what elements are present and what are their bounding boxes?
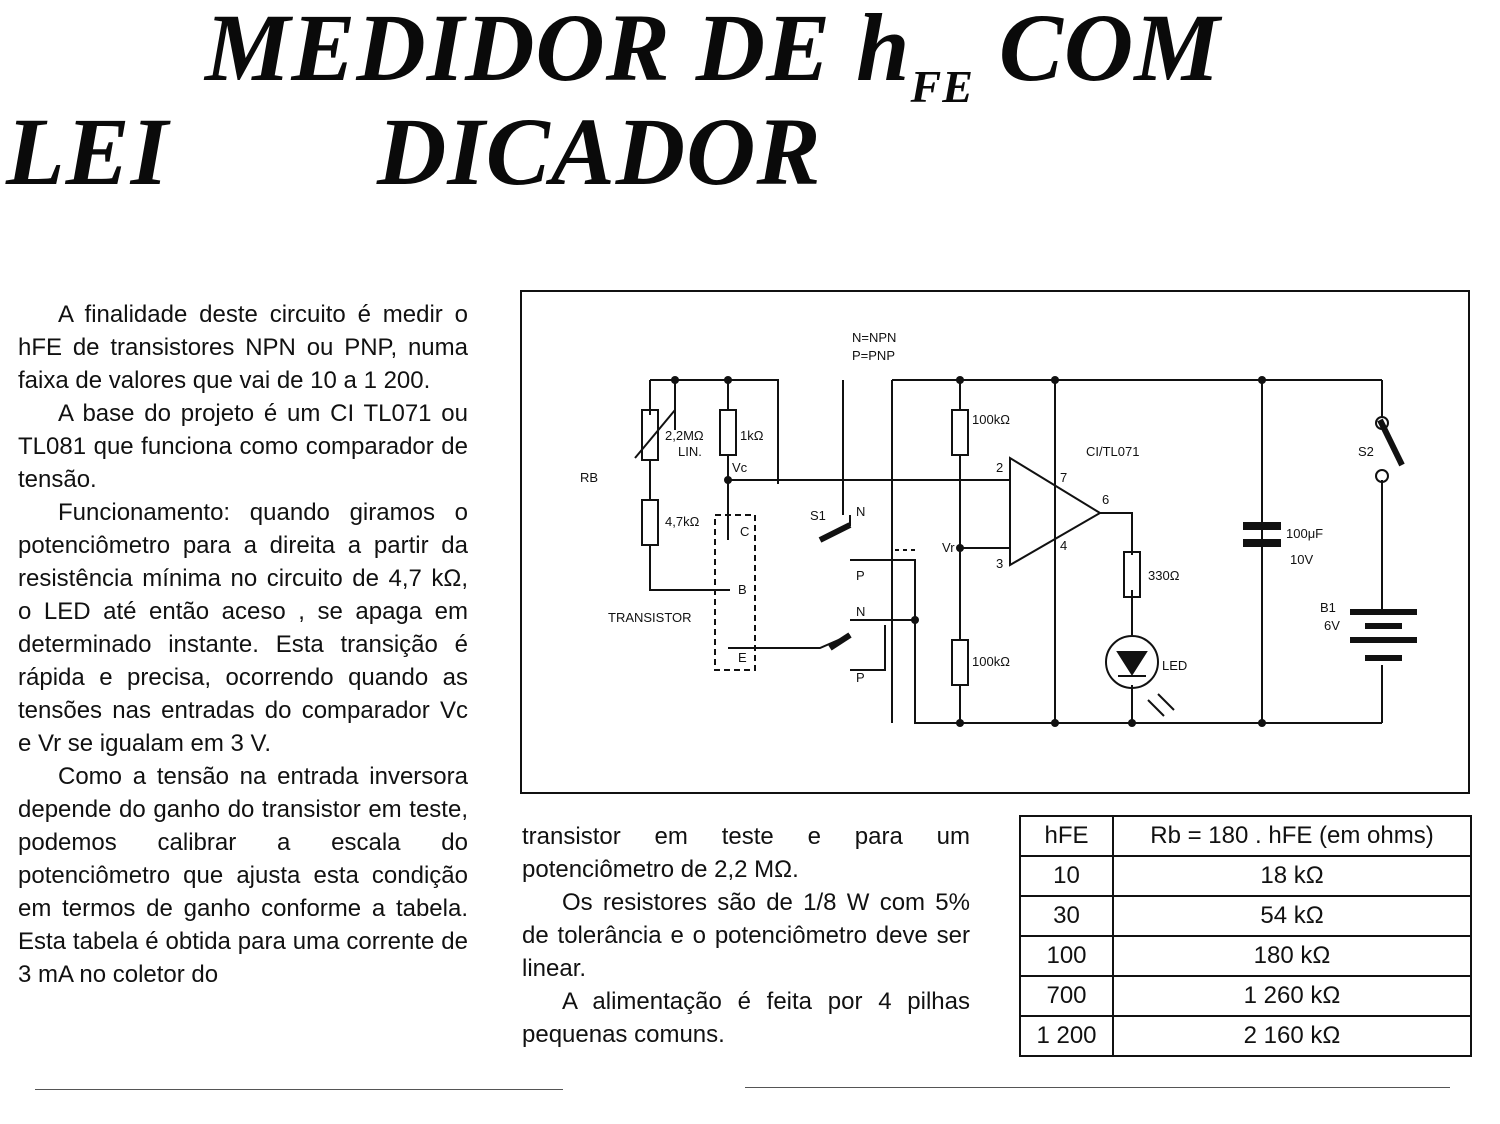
title-start-2: LEI (6, 98, 170, 205)
circuit-diagram: N=NPN P=PNP RB 2,2MΩ LIN. 1kΩ Vc 4,7kΩ T… (520, 290, 1470, 794)
title-subscript: FE (910, 61, 974, 112)
bottom-rule-left (35, 1089, 563, 1090)
label-pin-2: 2 (996, 460, 1003, 475)
wire (850, 559, 916, 620)
label-p-top: P (856, 568, 865, 583)
paragraph: A base do projeto é um CI TL071 ou TL081… (18, 400, 468, 493)
led (1105, 635, 1159, 689)
label-s1: S1 (810, 508, 826, 523)
diagram-frame (520, 290, 1470, 794)
paragraph: A finalidade deste circuito é medir o hF… (18, 301, 468, 394)
label-s2: S2 (1358, 444, 1374, 459)
switch-blade (818, 522, 852, 543)
table-header-row: hFE Rb = 180 . hFE (em ohms) (1019, 815, 1472, 857)
pot-wiper (634, 409, 676, 459)
label-pin-e: E (738, 650, 747, 665)
paragraph: A alimentação é feita por 4 pilhas peque… (522, 988, 970, 1048)
label-1k: 1kΩ (740, 428, 764, 443)
label-n-bottom: N (856, 604, 865, 619)
label-battery-voltage: 6V (1324, 618, 1340, 633)
label-led: LED (1162, 658, 1187, 673)
title-line-2: LEI DICADOR (6, 96, 821, 207)
label-330: 330Ω (1148, 568, 1180, 583)
label-ci: CI/TL071 (1086, 444, 1139, 459)
text-column-1: A finalidade deste circuito é medir o hF… (18, 298, 468, 991)
label-battery: B1 (1320, 600, 1336, 615)
label-pin-c: C (740, 524, 749, 539)
label-pin-6: 6 (1102, 492, 1109, 507)
cell-rb: 2 160 kΩ (1112, 1015, 1472, 1057)
paragraph: Os resistores são de 1/8 W com 5% de tol… (522, 889, 970, 982)
bottom-rule-right (745, 1087, 1450, 1088)
label-pin-3: 3 (996, 556, 1003, 571)
legend-n: N=NPN (852, 330, 896, 345)
label-4k7: 4,7kΩ (665, 514, 700, 529)
label-transistor: TRANSISTOR (608, 610, 692, 625)
switch-blade (828, 632, 852, 651)
title-line-1: MEDIDOR DE hFE COM (205, 0, 1221, 112)
battery (1350, 609, 1417, 661)
resistor-330 (1123, 551, 1141, 598)
cell-rb: 180 kΩ (1112, 935, 1472, 977)
paragraph: transistor em teste e para um potenciôme… (522, 823, 970, 883)
title-end-2: DICADOR (377, 98, 822, 205)
title-end: COM (973, 0, 1221, 101)
capacitor-plate (1243, 539, 1281, 547)
paragraph: Funcionamento: quando giramos o potenciô… (18, 499, 468, 757)
potentiometer (641, 409, 659, 461)
switch-s2-blade (1377, 418, 1405, 467)
cell-hfe: 700 (1019, 975, 1114, 1017)
resistor-100k-top (951, 409, 969, 456)
cell-hfe: 1 200 (1019, 1015, 1114, 1057)
capacitor-plate (1243, 522, 1281, 530)
cell-hfe: 30 (1019, 895, 1114, 937)
resistor-1k (719, 409, 737, 456)
led-rays (1147, 693, 1175, 717)
cell-rb: 54 kΩ (1112, 895, 1472, 937)
label-vc: Vc (732, 460, 748, 475)
cell-rb: 18 kΩ (1112, 855, 1472, 897)
resistor-4k7 (641, 499, 659, 546)
label-100k-top: 100kΩ (972, 412, 1010, 427)
label-cap-value: 100μF (1286, 526, 1323, 541)
paragraph: Como a tensão na entrada inversora depen… (18, 763, 468, 988)
cell-hfe: 100 (1019, 935, 1114, 977)
label-pin-b: B (738, 582, 747, 597)
label-n-top: N (856, 504, 865, 519)
legend-p: P=PNP (852, 348, 895, 363)
label-100k-bottom: 100kΩ (972, 654, 1010, 669)
header-rb: Rb = 180 . hFE (em ohms) (1112, 815, 1472, 857)
cell-rb: 1 260 kΩ (1112, 975, 1472, 1017)
transistor-socket (714, 514, 756, 671)
label-vr: Vr (942, 540, 955, 555)
wire (850, 625, 886, 671)
label-p-bottom: P (856, 670, 865, 685)
cell-hfe: 10 (1019, 855, 1114, 897)
wire (649, 380, 730, 591)
switch-s2-contact (1375, 469, 1389, 483)
op-amp (1009, 456, 1102, 567)
label-cap-voltage: 10V (1290, 552, 1313, 567)
text-column-2: transistor em teste e para um potenciôme… (522, 820, 970, 1051)
header-hfe: hFE (1019, 815, 1114, 857)
title-main: MEDIDOR DE h (205, 0, 911, 101)
label-pin-7: 7 (1060, 470, 1067, 485)
label-pot: 2,2MΩ (665, 428, 704, 443)
wire (650, 379, 779, 484)
led-diode (1116, 651, 1148, 676)
label-pin-4: 4 (1060, 538, 1067, 553)
resistor-100k-bottom (951, 639, 969, 686)
label-rb: RB (580, 470, 598, 485)
wire (1100, 512, 1133, 723)
label-pot-type: LIN. (678, 444, 702, 459)
wire (914, 620, 1382, 724)
